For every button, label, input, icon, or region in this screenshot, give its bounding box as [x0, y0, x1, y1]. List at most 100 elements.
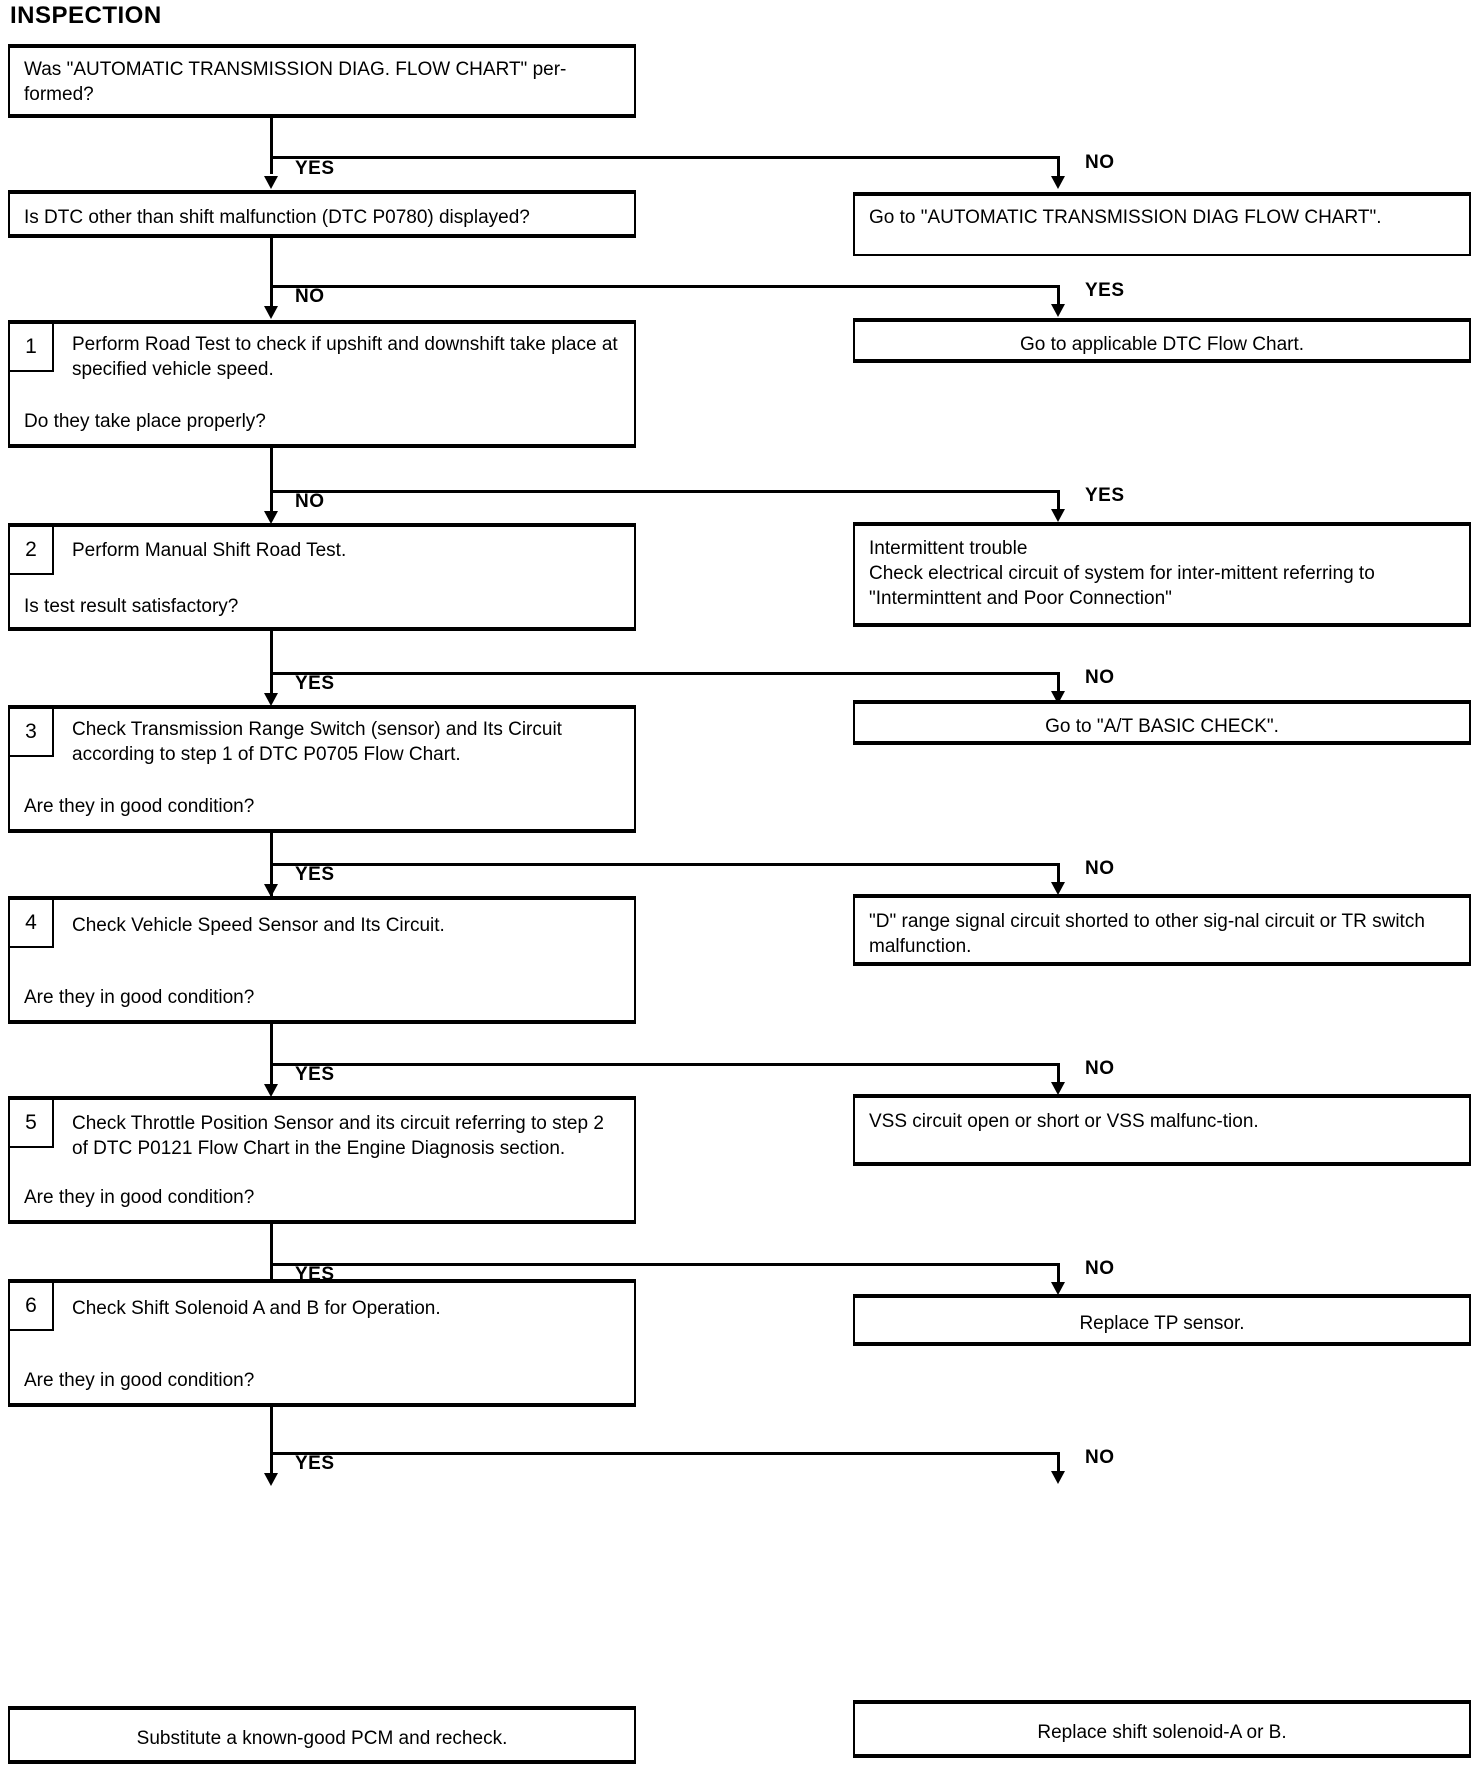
question-box-intro: Was "AUTOMATIC TRANSMISSION DIAG. FLOW C…: [8, 44, 636, 118]
step-box-1-foot: Do they take place properly?: [24, 411, 266, 432]
branch-label-s3-no: NO: [1085, 858, 1115, 879]
result-box-substitute-pcm: Substitute a known-good PCM and recheck.: [8, 1706, 636, 1764]
step-box-5: 5 Check Throttle Position Sensor and its…: [8, 1096, 636, 1224]
branch-label-s2-yes: YES: [295, 673, 335, 694]
step-box-4: 4 Check Vehicle Speed Sensor and Its Cir…: [8, 896, 636, 1024]
branch-label-s1-yes: YES: [1085, 485, 1125, 506]
result-box-vss-circuit-text: VSS circuit open or short or VSS malfunc…: [869, 1111, 1259, 1132]
arrow-q0-yes: [264, 176, 278, 189]
connector-s1-stem: [270, 448, 273, 516]
connector-s1-yes-vertical: [1057, 490, 1060, 512]
branch-label-s4-no: NO: [1085, 1058, 1115, 1079]
branch-label-q1-no: NO: [295, 286, 325, 307]
step-box-5-foot: Are they in good condition?: [24, 1187, 255, 1208]
result-box-intermittent-line1: Intermittent trouble: [869, 538, 1028, 559]
connector-q1-yes-vertical: [1057, 285, 1060, 307]
connector-q1-yes-horizontal: [270, 285, 1060, 288]
arrow-s3-yes: [264, 884, 278, 897]
step-number-2: 2: [10, 527, 54, 575]
result-box-replace-tp-sensor: Replace TP sensor.: [853, 1294, 1471, 1346]
connector-s4-stem: [270, 1024, 273, 1090]
branch-label-s1-no: NO: [295, 491, 325, 512]
arrow-s5-no: [1051, 1282, 1065, 1295]
connector-s5-stem: [270, 1224, 273, 1290]
result-box-d-range-signal: "D" range signal circuit shorted to othe…: [853, 894, 1471, 966]
arrow-s4-yes: [264, 1084, 278, 1097]
step-box-2-foot: Is test result satisfactory?: [24, 596, 239, 617]
result-box-replace-solenoid-text: Replace shift solenoid-A or B.: [1037, 1722, 1287, 1743]
step-box-1: 1 Perform Road Test to check if upshift …: [8, 320, 636, 448]
result-box-at-basic-check: Go to "A/T BASIC CHECK".: [853, 700, 1471, 745]
result-box-intermittent: Intermittent trouble Check electrical ci…: [853, 522, 1471, 627]
question-box-dtc: Is DTC other than shift malfunction (DTC…: [8, 190, 636, 238]
page-title: INSPECTION: [10, 2, 162, 29]
arrow-s1-no: [264, 511, 278, 524]
step-number-1: 1: [10, 324, 54, 372]
result-box-vss-circuit: VSS circuit open or short or VSS malfunc…: [853, 1094, 1471, 1166]
result-box-substitute-pcm-text: Substitute a known-good PCM and recheck.: [136, 1728, 508, 1749]
connector-s2-no-vertical: [1057, 672, 1060, 694]
connector-q0-no-horizontal: [270, 156, 1060, 159]
result-box-replace-tp-sensor-text: Replace TP sensor.: [1079, 1313, 1245, 1334]
connector-s2-stem: [270, 631, 273, 697]
connector-s2-no-horizontal: [270, 672, 1060, 675]
branch-label-q1-yes: YES: [1085, 280, 1125, 301]
question-box-intro-text: Was "AUTOMATIC TRANSMISSION DIAG. FLOW C…: [24, 59, 567, 106]
result-box-goto-at-diag: Go to "AUTOMATIC TRANSMISSION DIAG FLOW …: [853, 192, 1471, 256]
step-box-3-head: Check Transmission Range Switch (sensor)…: [72, 719, 562, 765]
branch-label-q0-no: NO: [1085, 152, 1115, 173]
arrow-s3-no: [1051, 882, 1065, 895]
step-box-4-foot: Are they in good condition?: [24, 987, 255, 1008]
result-box-goto-at-diag-text: Go to "AUTOMATIC TRANSMISSION DIAG FLOW …: [869, 207, 1382, 228]
arrow-s6-yes: [264, 1473, 278, 1486]
result-box-at-basic-check-text: Go to "A/T BASIC CHECK".: [1045, 716, 1279, 737]
step-box-3: 3 Check Transmission Range Switch (senso…: [8, 705, 636, 833]
step-box-3-foot: Are they in good condition?: [24, 796, 255, 817]
result-box-d-range-signal-text: "D" range signal circuit shorted to othe…: [869, 911, 1425, 958]
step-box-1-head: Perform Road Test to check if upshift an…: [72, 334, 618, 380]
connector-s6-stem: [270, 1407, 273, 1477]
result-box-goto-dtc-flow: Go to applicable DTC Flow Chart.: [853, 318, 1471, 363]
connector-s4-no-horizontal: [270, 1063, 1060, 1066]
connector-s6-no-vertical: [1057, 1452, 1060, 1474]
step-number-4: 4: [10, 900, 54, 948]
connector-s4-no-vertical: [1057, 1063, 1060, 1085]
connector-s5-no-horizontal: [270, 1263, 1060, 1266]
connector-q0-stem: [270, 118, 273, 174]
arrow-q0-no: [1051, 176, 1065, 189]
connector-q1-stem: [270, 238, 273, 306]
arrow-q1-yes: [1051, 304, 1065, 317]
connector-s3-stem: [270, 833, 273, 899]
step-box-6-head: Check Shift Solenoid A and B for Operati…: [72, 1298, 441, 1319]
connector-s5-no-vertical: [1057, 1263, 1060, 1285]
step-box-6: 6 Check Shift Solenoid A and B for Opera…: [8, 1279, 636, 1407]
connector-s3-no-horizontal: [270, 863, 1060, 866]
step-number-5: 5: [10, 1100, 54, 1148]
step-box-2: 2 Perform Manual Shift Road Test. Is tes…: [8, 523, 636, 631]
result-box-goto-dtc-flow-text: Go to applicable DTC Flow Chart.: [1019, 334, 1305, 355]
step-box-4-head: Check Vehicle Speed Sensor and Its Circu…: [72, 915, 445, 936]
arrow-q1-no: [264, 306, 278, 319]
arrow-s2-yes: [264, 693, 278, 706]
step-number-3: 3: [10, 709, 54, 757]
branch-label-s6-no: NO: [1085, 1447, 1115, 1468]
connector-s6-no-horizontal: [270, 1452, 1060, 1455]
branch-label-s6-yes: YES: [295, 1453, 335, 1474]
question-box-dtc-text: Is DTC other than shift malfunction (DTC…: [24, 207, 530, 228]
result-box-replace-solenoid: Replace shift solenoid-A or B.: [853, 1700, 1471, 1758]
connector-q0-no-vertical: [1057, 156, 1060, 178]
result-box-intermittent-line2: Check electrical circuit of system for i…: [869, 563, 1375, 610]
step-box-2-head: Perform Manual Shift Road Test.: [72, 540, 347, 561]
arrow-s6-no: [1051, 1471, 1065, 1484]
step-box-6-foot: Are they in good condition?: [24, 1370, 255, 1391]
branch-label-q0-yes: YES: [295, 158, 335, 179]
step-number-6: 6: [10, 1283, 54, 1331]
connector-s1-yes-horizontal: [270, 490, 1060, 493]
connector-s3-no-vertical: [1057, 863, 1060, 885]
step-box-5-head: Check Throttle Position Sensor and its c…: [72, 1113, 604, 1159]
arrow-s4-no: [1051, 1082, 1065, 1095]
branch-label-s4-yes: YES: [295, 1064, 335, 1085]
branch-label-s3-yes: YES: [295, 864, 335, 885]
branch-label-s2-no: NO: [1085, 667, 1115, 688]
